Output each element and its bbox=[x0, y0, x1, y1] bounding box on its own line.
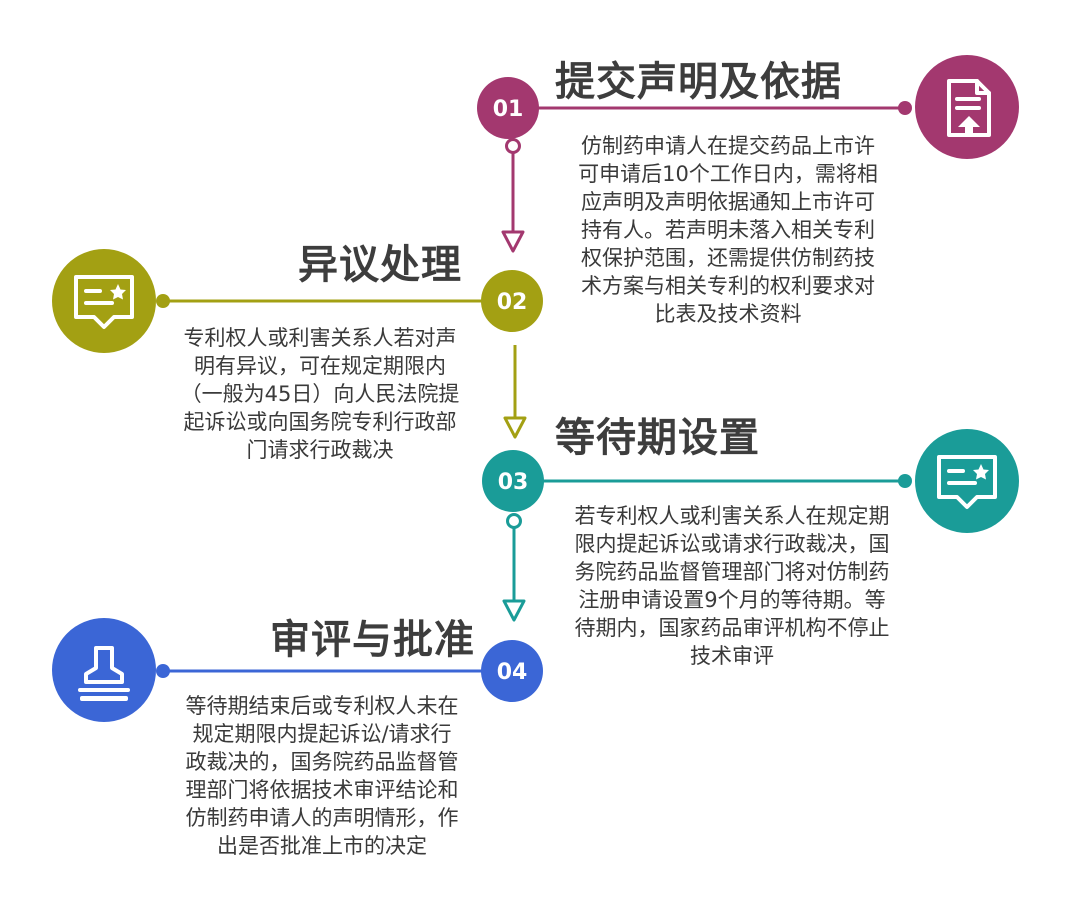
step-03-arrow bbox=[502, 599, 526, 622]
step-01-number: 01 bbox=[493, 97, 524, 122]
step-03-open-dot bbox=[506, 513, 522, 529]
step-03-number-circle bbox=[482, 450, 544, 512]
step-02-number-circle bbox=[481, 270, 543, 332]
step-02-title: 异议处理 bbox=[298, 242, 462, 288]
step-02-arrow bbox=[503, 416, 527, 439]
step-02-description: 专利权人或利害关系人若对声 明有异议，可在规定期限内 （一般为45日）向人民法院… bbox=[180, 326, 460, 462]
step-03-title: 等待期设置 bbox=[555, 415, 760, 461]
step-04-title: 审评与批准 bbox=[270, 617, 475, 663]
step-04-end-dot bbox=[156, 664, 170, 678]
document-upload-icon bbox=[915, 55, 1019, 159]
stamp-icon bbox=[52, 618, 156, 722]
step-01-open-dot bbox=[505, 138, 521, 154]
chat-star-icon bbox=[52, 249, 156, 353]
step-04-description: 等待期结束后或专利权人未在 规定期限内提起诉讼/请求行 政裁决的，国务院药品监督… bbox=[185, 694, 459, 858]
step-02-number: 02 bbox=[497, 290, 528, 315]
step-01-arrow bbox=[501, 230, 525, 253]
step-01-end-dot bbox=[898, 101, 912, 115]
step-01-connectors: 01 bbox=[477, 77, 912, 253]
step-02-end-dot bbox=[156, 294, 170, 308]
step-03-description: 若专利权人或利害关系人在规定期 限内提起诉讼或请求行政裁决，国 务院药品监督管理… bbox=[574, 504, 890, 668]
step-02-connectors: 02 bbox=[156, 270, 543, 439]
step-04-number-circle bbox=[481, 640, 543, 702]
step-04-connectors: 04 bbox=[156, 640, 543, 702]
chat-star-icon bbox=[915, 429, 1019, 533]
step-01-title: 提交声明及依据 bbox=[555, 59, 842, 105]
step-04-number: 04 bbox=[497, 660, 528, 685]
step-03-end-dot bbox=[898, 474, 912, 488]
step-03-number: 03 bbox=[498, 470, 529, 495]
step-03-connectors: 03 bbox=[482, 450, 912, 622]
step-01-number-circle bbox=[477, 77, 539, 139]
step-01-description: 仿制药申请人在提交药品上市许 可申请后10个工作日内，需将相 应声明及声明依据通… bbox=[578, 134, 878, 326]
